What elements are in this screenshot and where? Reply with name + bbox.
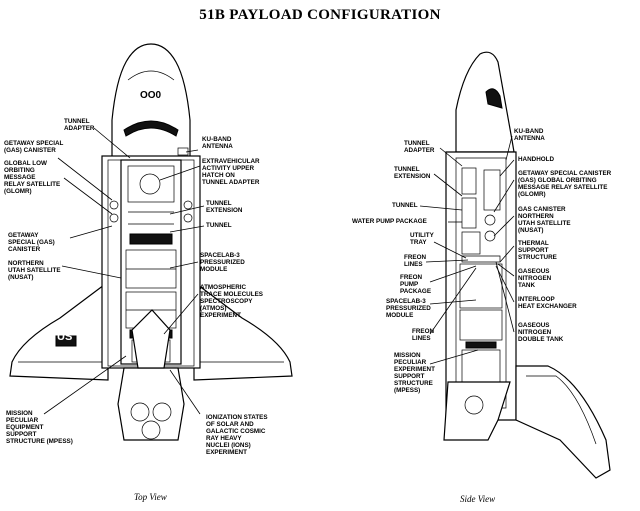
side-view-orbiter (419, 51, 611, 479)
label-ions: IONIZATION STATES OF SOLAR AND GALACTIC … (206, 414, 268, 456)
label-freon-lines-2: FREON LINES (412, 328, 435, 342)
label-gn-tank: GASEOUS NITROGEN TANK (518, 268, 552, 289)
label-gas-canister-2: GETAWAY SPECIAL (GAS) CANISTER (8, 232, 55, 253)
label-gas-glomr: GETAWAY SPECIAL CANISTER (GAS) GLOBAL OR… (518, 170, 612, 198)
label-side-mpess: MISSION PECULIAR EXPERIMENT SUPPORT STRU… (394, 352, 435, 394)
label-glomr: GLOBAL LOW ORBITING MESSAGE RELAY SATELL… (4, 160, 61, 195)
label-tunnel-adapter: TUNNEL ADAPTER (64, 118, 95, 132)
label-gas-canister: GETAWAY SPECIAL (GAS) CANISTER (4, 140, 64, 154)
label-freon-lines: FREON LINES (404, 254, 427, 268)
label-handhold: HANDHOLD (518, 156, 555, 163)
label-side-ku-antenna: Ku-BAND ANTENNA (514, 128, 545, 142)
label-nusat: NORTHERN UTAH SATELLITE (NUSAT) (8, 260, 61, 281)
page-title: 51B PAYLOAD CONFIGURATION (199, 7, 441, 23)
label-utility-tray: UTILITY TRAY (410, 232, 434, 246)
label-us: US (57, 331, 73, 343)
caption-top-view: Top View (134, 492, 167, 502)
label-thermal: THERMAL SUPPORT STRUCTURE (518, 240, 557, 261)
label-side-tunnel: TUNNEL (392, 202, 418, 209)
label-freon-pump: FREON PUMP PACKAGE (400, 274, 432, 295)
top-view-orbiter: OO0 (9, 43, 293, 441)
label-side-tunnel-adapter: TUNNEL ADAPTER (404, 140, 435, 154)
label-water-pump: WATER PUMP PACKAGE (352, 218, 427, 225)
label-eva-hatch: EXTRAVEHICULAR ACTIVITY UPPER HATCH ON T… (202, 158, 260, 186)
label-side-spacelab: SPACELAB-3 PRESSURIZED MODULE (386, 298, 431, 319)
label-tunnel-extension: TUNNEL EXTENSION (206, 200, 243, 214)
label-heat-exchanger: INTERLOOP HEAT EXCHANGER (518, 296, 577, 310)
label-atmos: ATMOSPHERIC TRACE MOLECULES SPECTROSCOPY… (200, 284, 263, 319)
caption-side-view: Side View (460, 494, 496, 504)
label-side-tunnel-extension: TUNNEL EXTENSION (394, 166, 431, 180)
label-spacelab: SPACELAB-3 PRESSURIZED MODULE (200, 252, 245, 273)
svg-text:OO0: OO0 (140, 90, 162, 101)
label-gas-nusat: GAS CANISTER NORTHERN UTAH SATELLITE (NU… (518, 206, 571, 234)
label-ku-antenna: Ku-BAND ANTENNA (202, 136, 233, 150)
label-gn-double-tank: GASEOUS NITROGEN DOUBLE TANK (518, 322, 564, 343)
label-mpess: MISSION PECULIAR EQUIPMENT SUPPORT STRUC… (6, 410, 73, 445)
label-tunnel: TUNNEL (206, 222, 232, 229)
